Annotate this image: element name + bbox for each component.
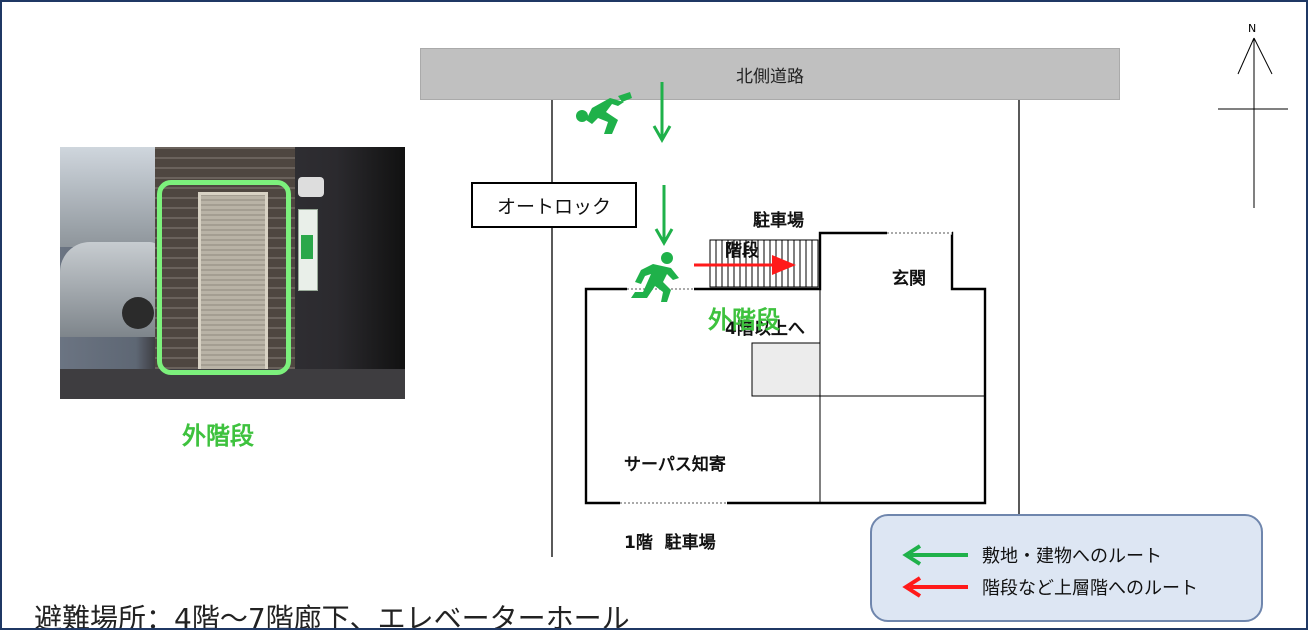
north-arrow-icon bbox=[1218, 37, 1288, 208]
highlight-frame bbox=[157, 180, 291, 375]
autolock-label: オートロック bbox=[496, 195, 611, 218]
building-name: サーパス知寄 bbox=[624, 455, 726, 475]
autolock-box: オートロック bbox=[471, 182, 637, 228]
evacuation-site-text: 避難場所：4階〜7階廊下、エレベーターホール bbox=[34, 602, 630, 630]
red-arrow-icon bbox=[902, 576, 968, 598]
building-floor: 1階 駐車場 bbox=[624, 533, 716, 553]
green-route-arrow-icon bbox=[652, 82, 672, 144]
parking-label: 駐車場 bbox=[753, 211, 804, 231]
green-arrow-icon bbox=[902, 544, 968, 566]
legend-row-red: 階段など上層階へのルート bbox=[900, 574, 1198, 600]
north-road: 北側道路 bbox=[420, 48, 1120, 100]
green-route-arrow-icon bbox=[654, 185, 674, 247]
parking-stairs-label: 駐車場 bbox=[753, 156, 804, 286]
legend-red-label: 階段など上層階へのルート bbox=[982, 578, 1198, 599]
stairs-to-upper-label: 階段 4階以上へ bbox=[725, 186, 805, 394]
north-label: N bbox=[1248, 22, 1257, 35]
legend-row-green: 敷地・建物へのルート bbox=[900, 542, 1162, 568]
stairs-label: 階段 bbox=[725, 241, 759, 261]
outdoor-stairs-photo bbox=[60, 147, 405, 399]
outdoor-stairs-map-label: 外階段 bbox=[708, 306, 780, 334]
photo-caption: 外階段 bbox=[182, 422, 254, 450]
entrance-label: 玄関 bbox=[892, 269, 926, 289]
running-person-icon bbox=[631, 252, 679, 302]
road-label: 北側道路 bbox=[736, 66, 804, 87]
running-person-icon bbox=[576, 92, 632, 134]
red-route-arrow-icon bbox=[694, 255, 796, 275]
route-legend: 敷地・建物へのルート 階段など上層階へのルート bbox=[870, 514, 1263, 622]
building-label: サーパス知寄 1階 駐車場 bbox=[624, 400, 726, 608]
fourth-floor-up-label: 4階以上へ bbox=[725, 319, 805, 339]
legend-green-label: 敷地・建物へのルート bbox=[982, 546, 1162, 567]
